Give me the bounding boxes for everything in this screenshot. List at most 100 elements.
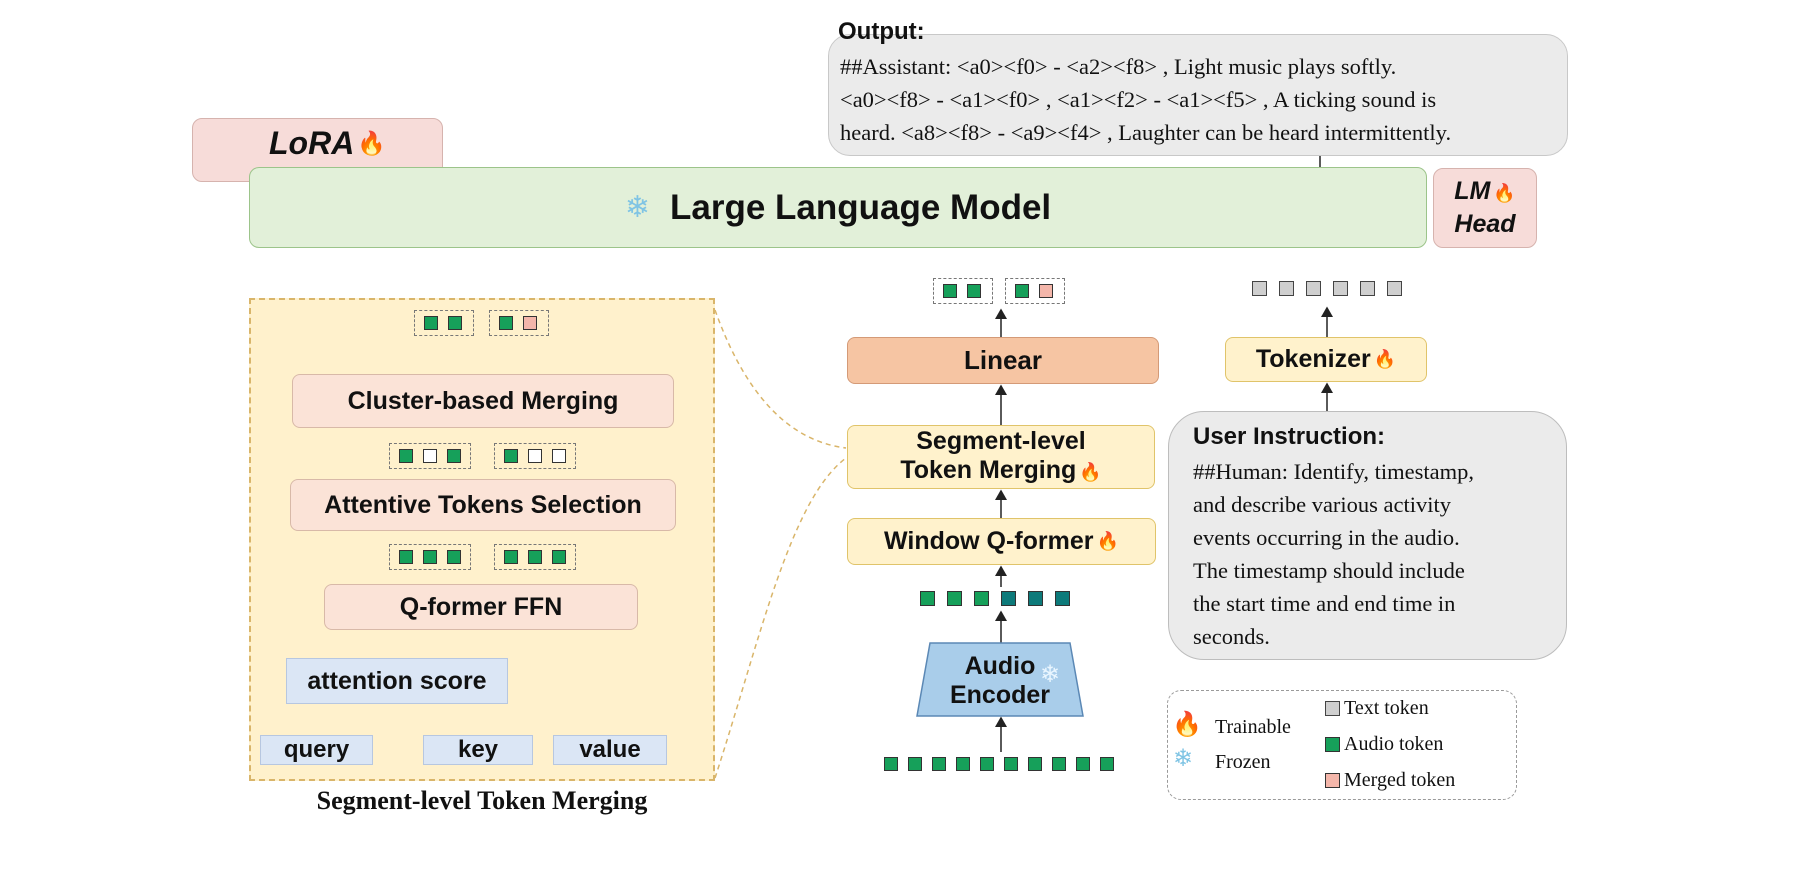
linear-box: Linear (847, 337, 1159, 384)
instruction-line: and describe various activity (1193, 492, 1452, 517)
token-group (494, 544, 576, 570)
legend (1167, 690, 1517, 800)
key-box: key (423, 735, 533, 765)
unselected-token (423, 449, 437, 463)
audio-token (423, 550, 437, 564)
snowflake-icon: ❄ (1040, 661, 1061, 688)
legend-merged-token: Merged token (1344, 769, 1456, 791)
merged-token (1039, 284, 1053, 298)
audio-token (1004, 757, 1018, 771)
token-group (494, 443, 576, 469)
instruction-line: events occurring in the audio. (1193, 525, 1460, 550)
token-group (389, 544, 471, 570)
token-group (489, 310, 549, 336)
panel-caption: Segment-level Token Merging (316, 786, 648, 815)
token-group (389, 443, 471, 469)
audio-token (528, 550, 542, 564)
audio-token (908, 757, 922, 771)
audio-token (399, 449, 413, 463)
audio-encoder-line1: Audio (964, 652, 1036, 680)
audio-token (884, 757, 898, 771)
segment-merging-panel (249, 298, 715, 781)
llm-label: Large Language Model (669, 187, 1052, 227)
legend-trainable: Trainable (1215, 716, 1291, 738)
lm-head-line2: Head (1454, 210, 1516, 238)
audio-encoder-line2: Encoder (949, 681, 1051, 709)
lora-label: LoRA (269, 124, 355, 161)
tokenizer-box: Tokenizer🔥 (1225, 337, 1427, 382)
audio-token (947, 591, 962, 606)
segment-merging-line2: Token Merging (900, 456, 1077, 484)
legend-merged-token-swatch (1325, 773, 1340, 788)
text-token (1306, 281, 1321, 296)
text-token (1279, 281, 1294, 296)
output-line: ##Assistant: <a0><f0> - <a2><f8> , Light… (840, 54, 1397, 79)
segment-merging-box: Segment-level Token Merging🔥 (847, 425, 1155, 489)
audio-token (499, 316, 513, 330)
unselected-token (528, 449, 542, 463)
legend-text-token: Text token (1344, 697, 1429, 719)
fire-icon: 🔥 (1079, 462, 1102, 482)
audio-token (424, 316, 438, 330)
user-instruction-text: ##Human: Identify, timestamp, and descri… (1193, 455, 1565, 653)
instruction-line: the start time and end time in (1193, 591, 1456, 616)
audio-token (1055, 591, 1070, 606)
audio-token (980, 757, 994, 771)
audio-token (967, 284, 981, 298)
fire-icon: 🔥 (1493, 183, 1516, 203)
lm-head-line1: LM (1454, 177, 1491, 205)
output-line: heard. <a8><f8> - <a9><f4> , Laughter ca… (840, 120, 1452, 145)
audio-token (1100, 757, 1114, 771)
audio-token (504, 449, 518, 463)
legend-audio-token: Audio token (1344, 733, 1444, 755)
attention-score-box: attention score (286, 658, 508, 704)
audio-token (504, 550, 518, 564)
value-box: value (553, 735, 667, 765)
output-box (828, 34, 1568, 156)
audio-encoder-label: Audio Encoder (917, 648, 1083, 714)
text-token (1387, 281, 1402, 296)
output-title: Output: (838, 18, 925, 45)
audio-token (932, 757, 946, 771)
instruction-line: The timestamp should include (1193, 558, 1465, 583)
audio-token (447, 550, 461, 564)
audio-token (447, 449, 461, 463)
legend-frozen: Frozen (1215, 751, 1271, 773)
audio-token (1015, 284, 1029, 298)
user-instruction-box (1168, 411, 1567, 660)
merged-token (523, 316, 537, 330)
query-box: query (260, 735, 373, 765)
audio-token (1052, 757, 1066, 771)
fire-icon: 🔥 (357, 129, 386, 156)
fire-icon: 🔥 (1172, 711, 1202, 738)
snowflake-icon: ❄ (624, 191, 650, 224)
audio-token (920, 591, 935, 606)
text-token (1333, 281, 1348, 296)
text-token (1360, 281, 1375, 296)
legend-text-token-swatch (1325, 701, 1340, 716)
audio-token (1028, 757, 1042, 771)
output-line: <a0><f8> - <a1><f0> , <a1><f2> - <a1><f5… (840, 87, 1437, 112)
window-qformer-label: Window Q-former (884, 527, 1094, 555)
llm-box: ❄ Large Language Model (249, 167, 1427, 248)
attentive-selection-box: Attentive Tokens Selection (290, 479, 676, 531)
output-text: ##Assistant: <a0><f0> - <a2><f8> , Light… (840, 50, 1610, 149)
instruction-line: ##Human: Identify, timestamp, (1193, 459, 1474, 484)
text-token (1252, 281, 1267, 296)
audio-token (448, 316, 462, 330)
user-instruction-title: User Instruction: (1193, 423, 1386, 450)
tokenizer-label: Tokenizer (1255, 345, 1371, 373)
token-group (933, 278, 993, 304)
fire-icon: 🔥 (1373, 349, 1397, 369)
audio-token (1001, 591, 1016, 606)
audio-token (1076, 757, 1090, 771)
token-group (1005, 278, 1065, 304)
audio-token (399, 550, 413, 564)
qformer-ffn-box: Q-former FFN (324, 584, 638, 630)
audio-token (956, 757, 970, 771)
audio-token (1028, 591, 1043, 606)
audio-token (974, 591, 989, 606)
audio-token (943, 284, 957, 298)
cluster-merging-box: Cluster-based Merging (292, 374, 674, 428)
segment-merging-line1: Segment-level (916, 427, 1086, 455)
